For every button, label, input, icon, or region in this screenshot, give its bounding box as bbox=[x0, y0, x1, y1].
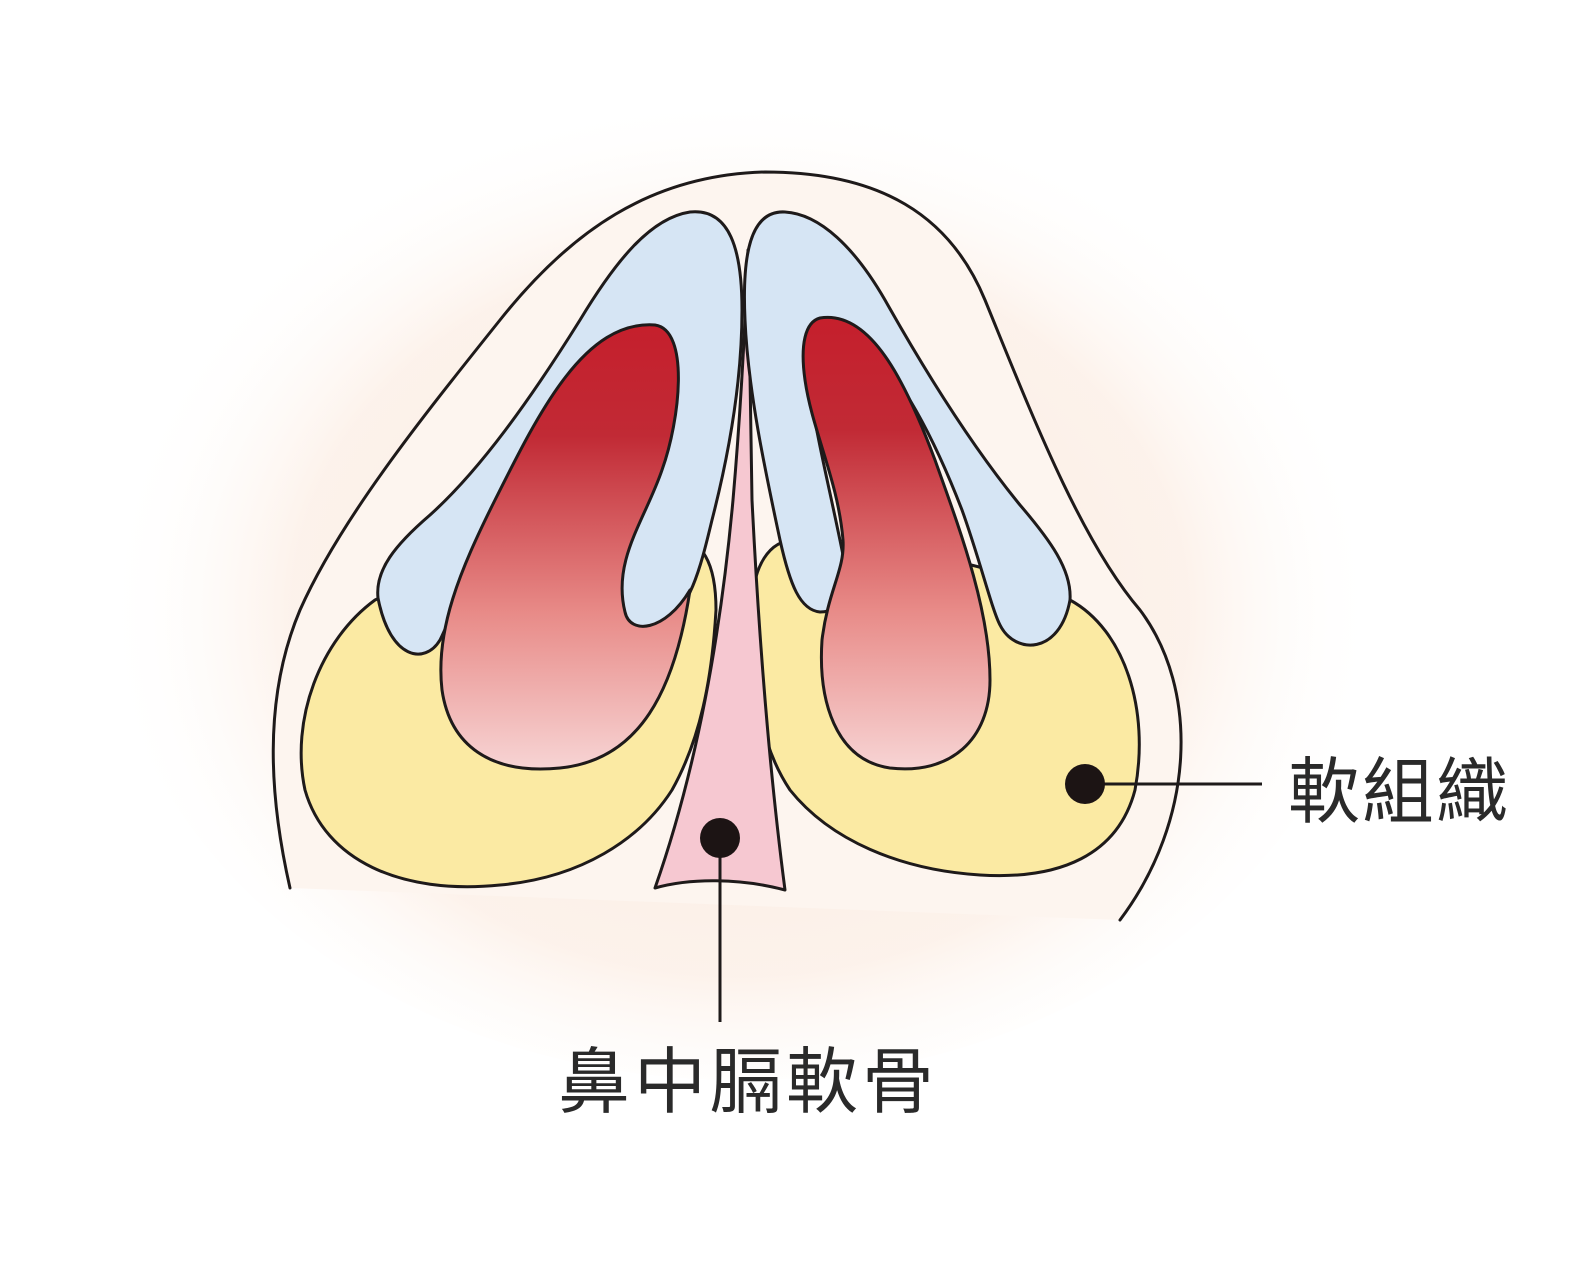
soft-tissue-label: 軟組織 bbox=[1288, 750, 1511, 834]
septal-cartilage-label: 鼻中膈軟骨 bbox=[558, 1040, 939, 1124]
septal-cartilage-marker bbox=[700, 818, 740, 858]
nostril-left bbox=[439, 323, 692, 771]
soft-tissue-marker bbox=[1065, 764, 1105, 804]
septal-cartilage bbox=[653, 248, 787, 892]
nostril-right bbox=[801, 315, 992, 771]
